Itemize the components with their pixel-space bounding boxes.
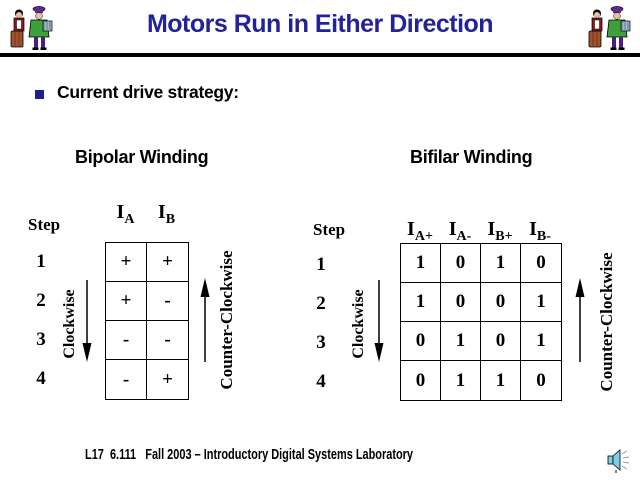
table-cell: 1 [481,361,521,400]
speaker-icon[interactable] [606,447,632,475]
arrow-down-icon [82,280,92,362]
table-cell: + [106,282,147,321]
table-cell: 0 [481,322,521,361]
column-header: IB- [529,218,551,244]
slide-title: Motors Run in Either Direction [146,10,494,38]
table-cell: - [147,282,188,321]
table-cell: 1 [481,244,521,283]
bifilar-column-headers: IA+ IA- IB+ IB- [400,218,560,244]
arrow-up-icon [575,278,585,362]
step-number: 4 [316,370,326,392]
step-number: 1 [316,253,326,275]
step-number: 2 [36,289,46,311]
table-cell: + [147,243,188,282]
table-cell: 1 [441,322,481,361]
bipolar-counter-clockwise-label: Counter-Clockwise [217,250,236,390]
bullet-square-icon [35,90,44,99]
table-cell: - [106,360,147,399]
column-header: IB+ [487,218,513,244]
table-cell: 0 [521,244,561,283]
arrow-up-icon [200,278,210,362]
step-number: 3 [316,331,326,353]
table-cell: 0 [481,283,521,322]
bullet-text: Current drive strategy: [57,82,239,102]
bipolar-step-label: Step [28,215,61,234]
table-cell: 1 [521,322,561,361]
table-cell: 0 [536,369,546,391]
bipolar-column-headers: IA IB [105,201,187,227]
bipolar-clockwise-label: Clockwise [61,289,78,359]
table-cell: 0 [441,244,481,283]
bifilar-counter-clockwise-label: Counter-Clockwise [597,252,616,392]
table-cell: 1 [441,361,481,400]
table-cell: - [106,321,147,360]
table-cell: - [147,321,188,360]
column-header: IA- [448,218,472,244]
table-cell: + [106,243,147,282]
table-cell: 1 [521,283,561,322]
step-number: 1 [36,250,46,272]
table-cell: 1 [401,244,441,283]
bipolar-table: + + + - - - - + [105,242,189,400]
bifilar-clockwise-label: Clockwise [350,289,367,359]
step-number: 4 [36,367,46,389]
arrow-down-icon [374,280,384,362]
musicians-clipart-icon [10,6,53,50]
column-header: IB [157,201,176,227]
table-cell: + [162,368,173,390]
musicians-clipart-icon [588,6,631,50]
column-header: IA [116,201,135,227]
step-number: 2 [316,292,326,314]
bifilar-step-label: Step [313,220,346,239]
bifilar-winding-heading: Bifilar Winding [410,147,533,167]
bifilar-table: 1 0 1 0 1 0 0 1 0 1 0 1 0 1 1 0 [400,243,562,401]
bipolar-winding-heading: Bipolar Winding [75,147,209,167]
bifilar-steps-column: 1 2 3 4 [310,245,332,401]
title-divider [0,53,640,57]
footer-text: L17 6.111 Fall 2003 – Introductory Digit… [85,446,414,463]
column-header: IA+ [407,218,433,244]
bipolar-steps-column: 1 2 3 4 [30,242,52,398]
table-cell: 0 [401,361,441,400]
table-cell: 0 [441,283,481,322]
table-cell: 1 [401,283,441,322]
step-number: 3 [36,328,46,350]
table-cell: 0 [401,322,441,361]
